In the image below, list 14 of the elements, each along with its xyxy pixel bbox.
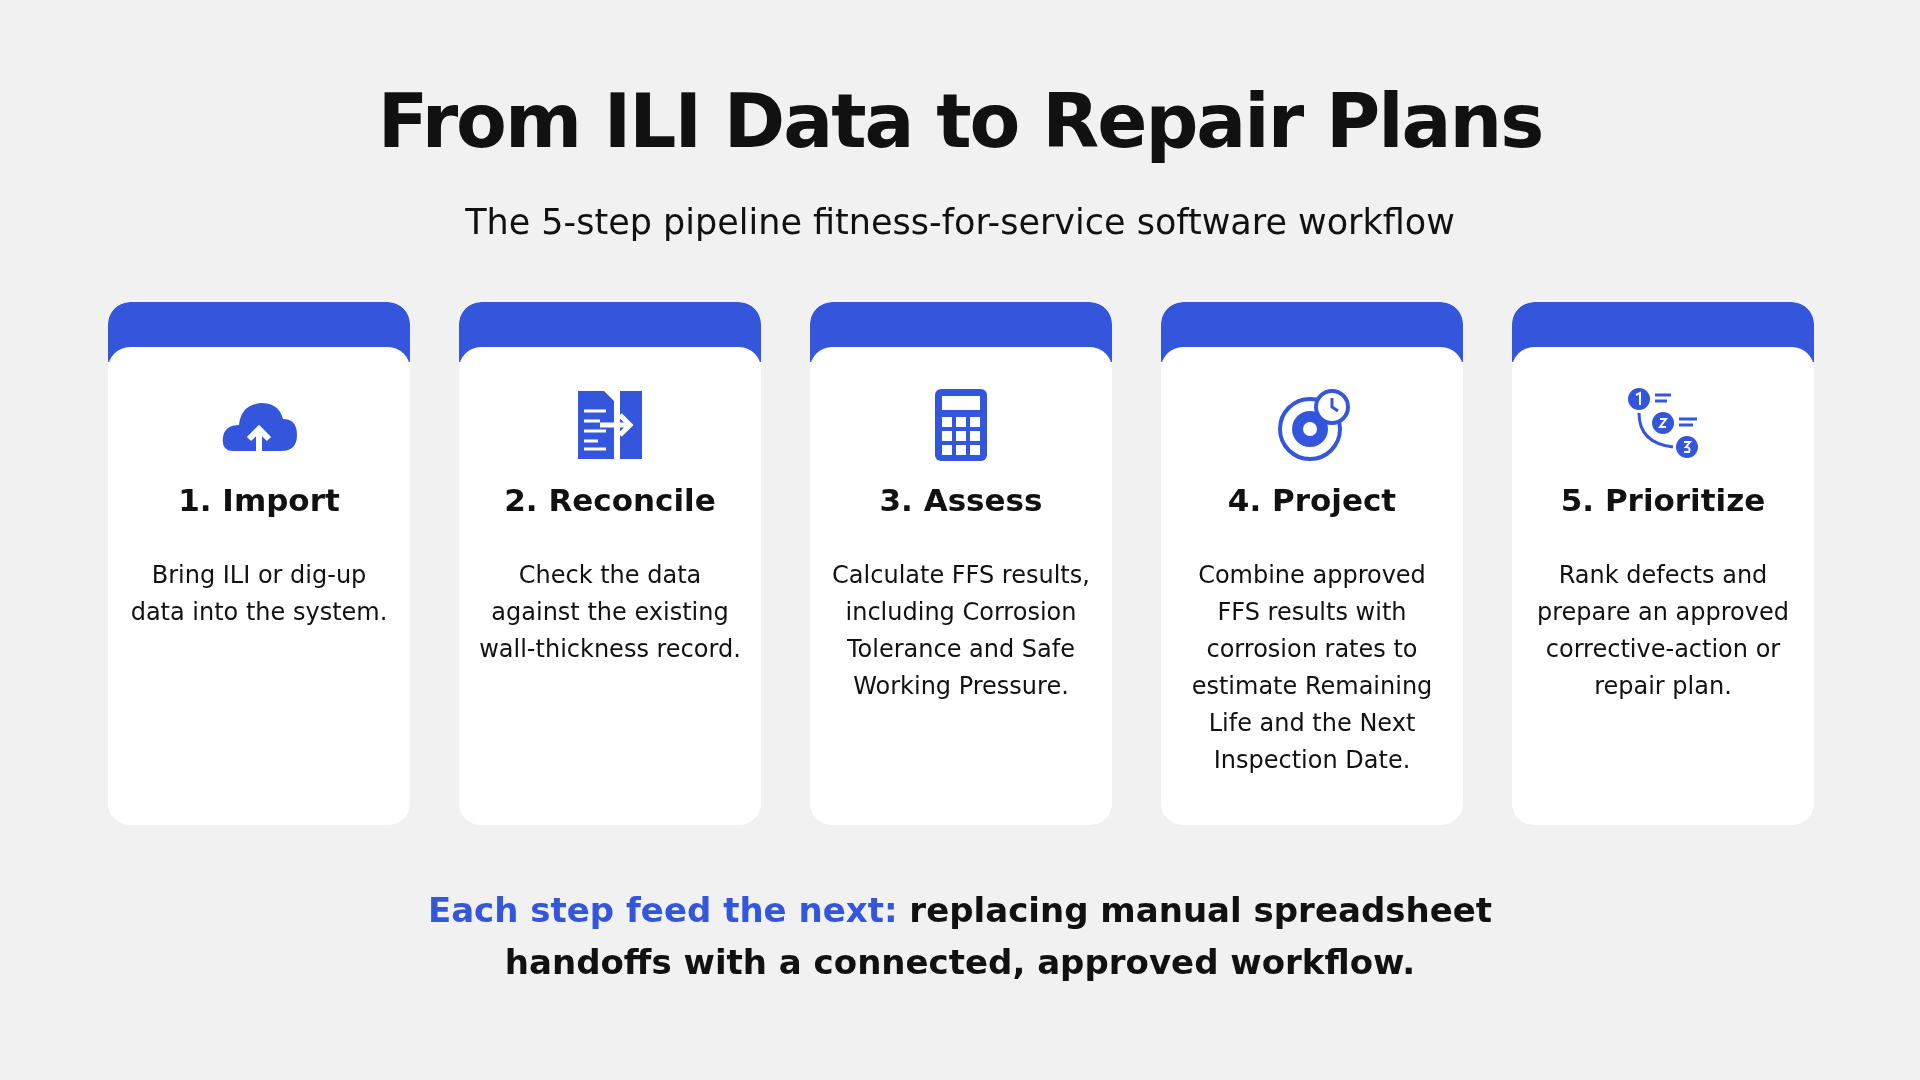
step-description: Combine approved FFS results with corrosion rates to estimate Remaining Life and the Next Inspection Date. [1190, 560, 1434, 776]
step-description: Bring ILI or dig-up data into the system. [129, 560, 389, 628]
step-description: Rank defects and prepare an approved corrective-action or repair plan. [1536, 560, 1790, 702]
step-description: Calculate FFS results, including Corrosion Tolerance and Safe Working Pressure. [831, 560, 1091, 702]
title: From ILI Data to Repair Plans [376, 78, 1544, 164]
step-description: Check the data against the existing wall-thickness record. [478, 560, 742, 665]
step-heading: 1. Import [177, 482, 341, 518]
step-heading: 2. Reconcile [503, 482, 717, 518]
footer-note: Each step feed the next: replacing manual spreadsheet handoffs with a connected, approved workflow. [426, 889, 1494, 984]
step-heading: 3. Assess [878, 482, 1044, 518]
step-heading: 5. Prioritize [1559, 482, 1767, 518]
step-heading: 4. Project [1226, 482, 1398, 518]
step-card [459, 302, 761, 825]
subtitle: The 5-step pipeline fitness-for-service software workflow [464, 202, 1456, 242]
